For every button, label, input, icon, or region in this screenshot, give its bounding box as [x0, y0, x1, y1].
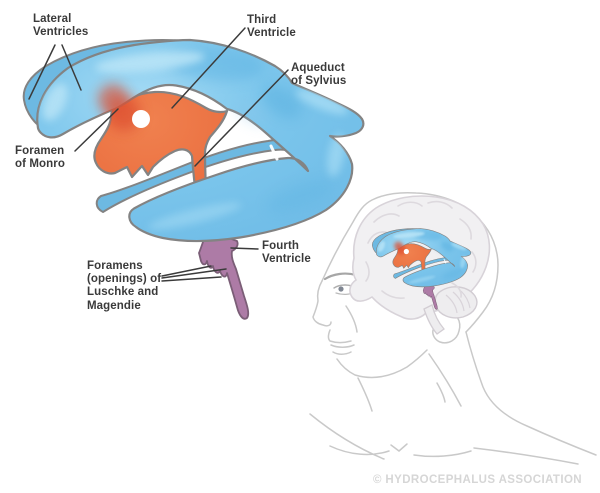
shoulder-line-right — [473, 447, 579, 465]
pointer-foramen-of-monro — [74, 108, 119, 152]
upper-lip-line — [327, 329, 352, 344]
pointer-lateral-ventricle-2 — [61, 44, 82, 91]
eyebrow — [323, 272, 358, 281]
throat-line — [357, 377, 373, 412]
mouth-line — [330, 344, 355, 348]
cheek-line — [345, 305, 358, 333]
label-lateral-ventricles: Lateral Ventricles — [33, 13, 89, 39]
label-fourth-ventricle: Fourth Ventricle — [262, 240, 311, 266]
pointer-foramens-1 — [161, 265, 212, 277]
neck-back-shoulder-line — [465, 331, 597, 456]
csf-shading — [42, 47, 349, 230]
cerebellum-striations — [445, 290, 471, 314]
pointer-aqueduct-of-sylvius — [194, 69, 289, 167]
label-aqueduct-of-sylvius: Aqueduct of Sylvius — [291, 62, 347, 88]
pointer-third-ventricle — [171, 27, 246, 109]
label-third-ventricle: Third Ventricle — [247, 14, 296, 40]
clavicle-right — [413, 450, 472, 458]
neck-front-line — [428, 353, 462, 407]
iris — [338, 286, 344, 292]
shine-tick — [269, 144, 279, 161]
neck-crease-line — [436, 382, 446, 403]
lower-lip-line — [332, 351, 352, 355]
pointer-foramens-3 — [161, 276, 222, 282]
ventricle-system-large — [22, 38, 365, 320]
wedge-shadow — [233, 99, 271, 127]
pointer-lines — [28, 27, 289, 282]
cerebellum — [434, 286, 478, 319]
label-foramen-of-monro: Foramen of Monro — [15, 145, 65, 171]
chest-line-left — [309, 413, 385, 460]
brainstem — [423, 304, 445, 335]
copyright-notice: © HYDROCEPHALUS ASSOCIATION — [372, 474, 582, 486]
brain-sulci — [365, 200, 477, 299]
pointer-lateral-ventricle-1 — [28, 44, 56, 100]
label-foramens-luschke-magendie: Foramens (openings) of Luschke and Magen… — [87, 260, 162, 312]
pointer-fourth-ventricle — [230, 247, 259, 250]
foramen-monro-glow — [98, 84, 141, 131]
sternal-notch — [390, 443, 408, 452]
chin-jaw-line — [336, 349, 428, 379]
face-profile-line — [312, 280, 332, 327]
clavicle-left — [329, 445, 390, 456]
pointer-foramens-2 — [161, 268, 227, 279]
interthalamic-adhesion-dot — [132, 110, 150, 128]
